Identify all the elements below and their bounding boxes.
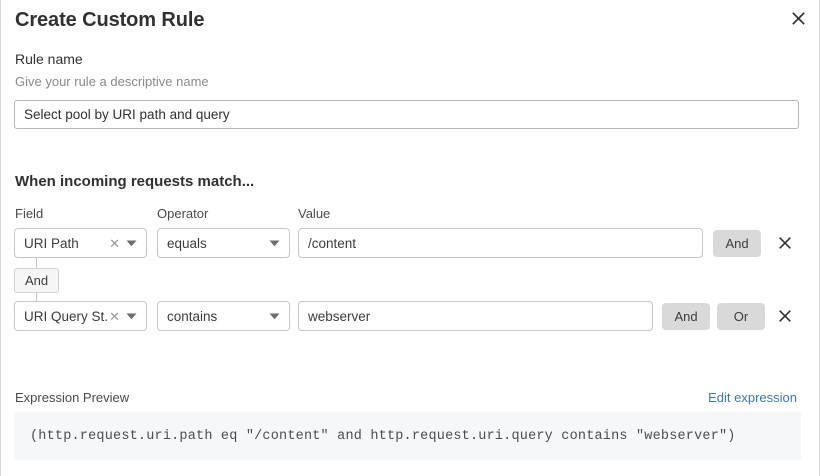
chevron-down-icon[interactable] [126, 313, 146, 320]
expression-preview-box: (http.request.uri.path eq "/content" and… [14, 412, 801, 460]
close-icon[interactable] [786, 6, 810, 30]
conditions-section-heading: When incoming requests match... [15, 173, 255, 190]
or-button-row-2[interactable]: Or [717, 303, 765, 330]
and-button-row-2[interactable]: And [662, 303, 710, 330]
column-header-field: Field [15, 206, 44, 221]
column-header-value: Value [298, 206, 331, 221]
operator-select-row-1[interactable]: equals [157, 228, 290, 258]
clear-x-icon[interactable]: ✕ [109, 308, 120, 324]
operator-select-row-2[interactable]: contains [157, 301, 290, 331]
connector-line-bottom [36, 293, 37, 303]
page-title: Create Custom Rule [15, 9, 205, 31]
expression-preview-code: (http.request.uri.path eq "/content" and… [30, 428, 736, 444]
expression-preview-label: Expression Preview [15, 390, 130, 405]
condition-connector: And [14, 258, 134, 303]
value-input-row-2[interactable] [298, 301, 653, 331]
rule-name-label: Rule name [15, 51, 83, 67]
column-header-operator: Operator [157, 206, 209, 221]
remove-condition-button-row-1[interactable] [774, 232, 796, 254]
operator-select-value-row-1: equals [167, 235, 207, 251]
chevron-down-icon[interactable] [269, 240, 289, 247]
edit-expression-link[interactable]: Edit expression [708, 390, 797, 405]
clear-x-icon[interactable]: ✕ [109, 235, 120, 251]
connector-line-top [36, 258, 37, 268]
field-select-row-2[interactable]: URI Query St... ✕ [14, 301, 147, 331]
connector-and-chip[interactable]: And [14, 268, 60, 293]
rule-name-input[interactable] [14, 100, 799, 129]
chevron-down-icon[interactable] [269, 313, 289, 320]
value-input-row-1[interactable] [298, 228, 703, 258]
operator-select-value-row-2: contains [167, 308, 218, 324]
and-button-row-1[interactable]: And [713, 230, 761, 257]
field-select-row-1[interactable]: URI Path ✕ [14, 228, 147, 258]
field-select-value-row-2: URI Query St... [24, 308, 108, 324]
field-select-value-row-1: URI Path [24, 235, 79, 251]
rule-name-help-text: Give your rule a descriptive name [15, 74, 209, 89]
chevron-down-icon[interactable] [126, 240, 146, 247]
remove-condition-button-row-2[interactable] [774, 305, 796, 327]
